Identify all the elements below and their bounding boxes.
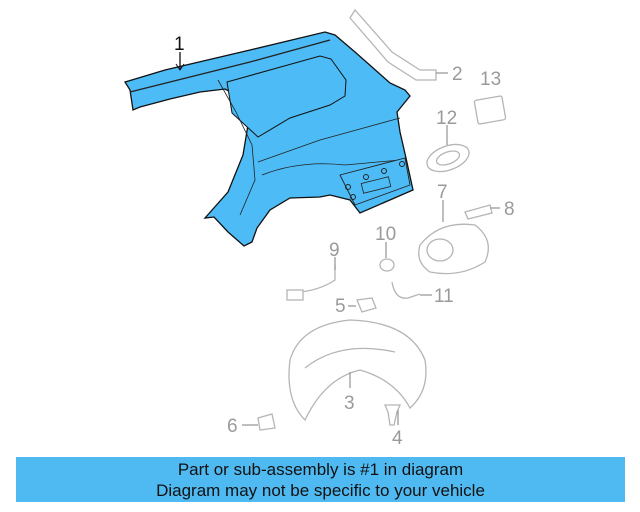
liner-part-3[interactable] — [288, 319, 427, 422]
callout-3: 3 — [344, 393, 355, 414]
hose-part-11 — [391, 281, 421, 299]
clip-part-5[interactable] — [356, 297, 377, 313]
banner-line-2: Diagram may not be specific to your vehi… — [156, 481, 485, 500]
badge-part-13[interactable] — [473, 95, 507, 125]
other-parts — [257, 8, 507, 431]
banner-line-1: Part or sub-assembly is #1 in diagram — [177, 460, 464, 479]
clip-part-8[interactable] — [464, 204, 493, 220]
cable-part-9 — [299, 265, 336, 293]
callout-2: 2 — [452, 64, 463, 85]
bolt-part-4[interactable] — [384, 404, 401, 426]
quarter-panel-part-1[interactable] — [123, 31, 414, 247]
callout-10: 10 — [375, 224, 396, 245]
callout-1: 1 — [174, 34, 185, 55]
leader-lines — [175, 52, 500, 426]
callout-12: 12 — [436, 108, 457, 129]
callout-11: 11 — [434, 286, 454, 307]
callout-5: 5 — [335, 296, 346, 317]
callout-4: 4 — [392, 428, 403, 449]
plug-part-10[interactable] — [379, 258, 395, 272]
molding-part-2[interactable] — [349, 8, 437, 81]
callout-8: 8 — [504, 199, 515, 220]
callout-13: 13 — [480, 69, 501, 90]
bracket-part-6[interactable] — [257, 413, 276, 431]
callout-7: 7 — [437, 182, 448, 203]
callout-6: 6 — [227, 416, 238, 437]
diagram-notice-banner: Part or sub-assembly is #1 in diagram Di… — [16, 457, 625, 502]
callout-9: 9 — [329, 240, 340, 261]
